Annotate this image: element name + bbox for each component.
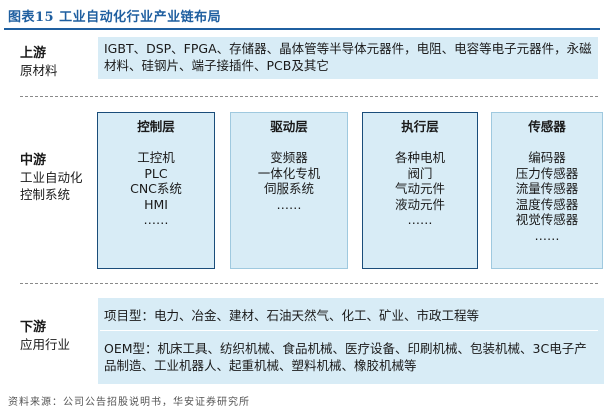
upstream-panel: IGBT、DSP、FPGA、存储器、晶体管等半导体元器件，电阻、电容等电子元器件… [98, 37, 598, 79]
layer-item: 视觉传感器 [515, 212, 579, 227]
layer-item: …… [143, 212, 169, 227]
layer-item: 各种电机 [394, 150, 445, 165]
midstream-label: 中游 工业自动化 控制系统 [20, 152, 83, 203]
downstream-sub: 应用行业 [20, 337, 71, 352]
upstream-head: 上游 [20, 46, 47, 61]
layer-title: 驱动层 [270, 119, 308, 134]
layer-item: 变频器 [270, 150, 308, 165]
upstream-label: 上游 原材料 [20, 45, 58, 79]
layer-item: 一体化专机 [257, 165, 321, 181]
upstream-sub: 原材料 [20, 63, 58, 78]
layer-box-execution: 执行层 各种电机 阀门 气动元件 液动元件 …… [362, 112, 478, 269]
layer-item: PLC [144, 165, 168, 181]
downstream-project: 项目型：电力、冶金、建材、石油天然气、化工、矿业、市政工程等 [104, 308, 480, 323]
layer-item: …… [534, 227, 560, 243]
layer-item: …… [276, 196, 302, 212]
layer-box-sensor: 传感器 编码器 压力传感器 流量传感器 温度传感器 视觉传感器 …… [491, 112, 603, 269]
chart-title: 图表15 工业自动化行业产业链布局 [8, 10, 222, 25]
layer-box-control: 控制层 工控机 PLC CNC系统 HMI …… [97, 112, 215, 269]
midstream-sub-line1: 工业自动化 [20, 170, 83, 185]
title-rule [4, 28, 600, 30]
downstream-head: 下游 [20, 320, 47, 335]
layer-title: 执行层 [401, 119, 439, 134]
downstream-panel: 项目型：电力、冶金、建材、石油天然气、化工、矿业、市政工程等 OEM型：机床工具… [98, 298, 604, 384]
layer-item: 液动元件 [394, 196, 445, 212]
upstream-items: IGBT、DSP、FPGA、存储器、晶体管等半导体元器件，电阻、电容等电子元器件… [104, 41, 592, 73]
downstream-oem: OEM型：机床工具、纺织机械、食品机械、医疗设备、印刷机械、包装机械、3C电子产… [104, 341, 587, 373]
midstream-head: 中游 [20, 153, 47, 168]
layer-item: 工控机 [137, 150, 175, 165]
layer-item: 流量传感器 [515, 181, 579, 196]
layer-item: 温度传感器 [515, 196, 579, 212]
lower-divider [20, 283, 598, 284]
downstream-separator [100, 330, 598, 331]
upper-divider [20, 96, 598, 97]
layer-item: CNC系统 [130, 181, 182, 196]
layer-item: 阀门 [407, 165, 433, 181]
layer-item: HMI [144, 196, 168, 212]
downstream-label: 下游 应用行业 [20, 319, 70, 353]
layer-box-drive: 驱动层 变频器 一体化专机 伺服系统 …… [230, 112, 348, 269]
layer-item: 气动元件 [394, 181, 445, 196]
source-note: 资料来源：公司公告招股说明书，华安证券研究所 [8, 397, 250, 406]
layer-item: 编码器 [528, 150, 566, 165]
layer-item: 伺服系统 [263, 181, 314, 196]
layer-item: 压力传感器 [515, 165, 579, 181]
midstream-sub-line2: 控制系统 [20, 187, 71, 202]
layer-title: 控制层 [137, 119, 175, 134]
layer-item: …… [407, 212, 433, 227]
layer-title: 传感器 [528, 119, 566, 134]
